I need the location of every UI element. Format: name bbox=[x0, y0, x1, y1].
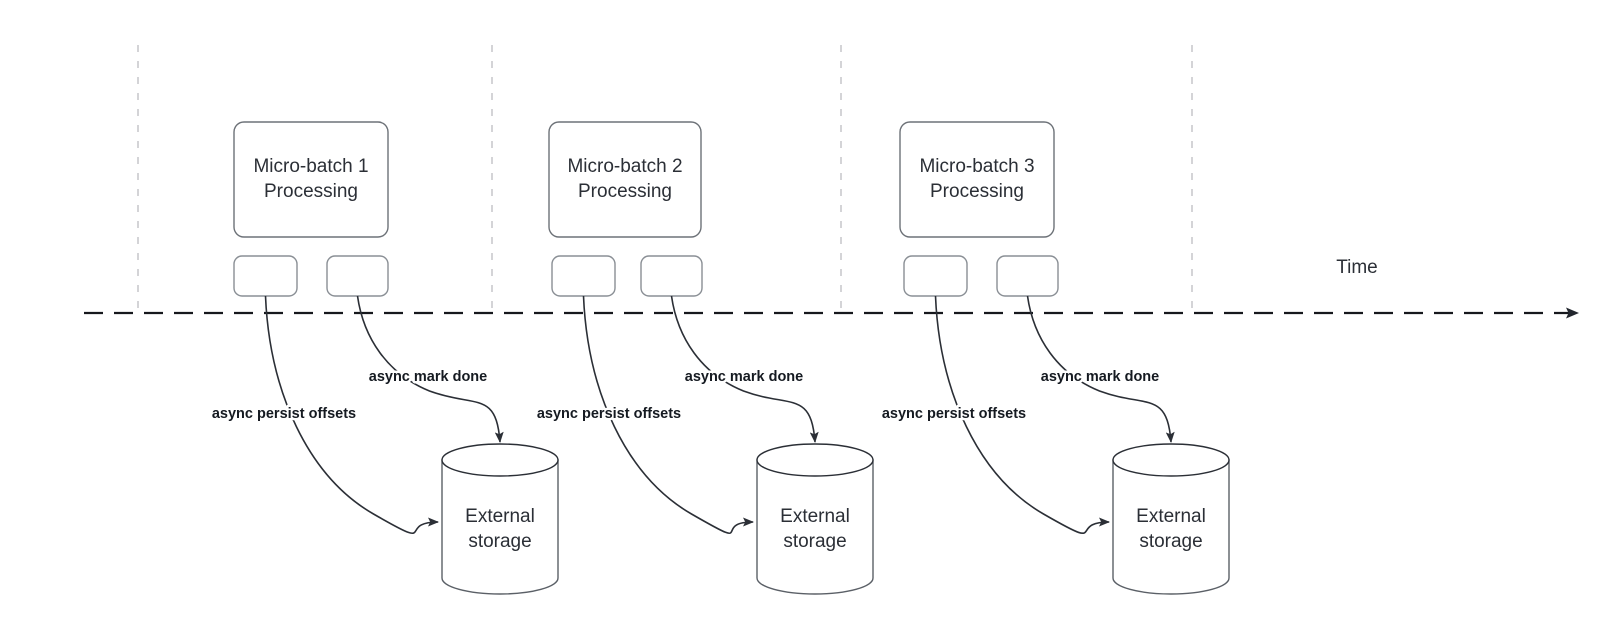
external-storage-body-1[interactable] bbox=[441, 459, 559, 595]
tick-box-2-1[interactable] bbox=[551, 255, 616, 297]
edge-label-mark-done-2: async mark done bbox=[685, 369, 803, 385]
micro-batch-box-subtitle-2: Processing bbox=[578, 181, 672, 202]
mark-done-arrow-1 bbox=[356, 295, 504, 443]
micro-batch-box-2[interactable] bbox=[548, 121, 702, 238]
persist-offsets-arrow-1 bbox=[264, 295, 439, 534]
micro-batch-box-title-3: Micro-batch 3 bbox=[919, 156, 1034, 177]
external-storage-label-line2-2: storage bbox=[783, 531, 846, 552]
edge-label-persist-offsets-2: async persist offsets bbox=[537, 406, 681, 422]
external-storage-top-1 bbox=[441, 443, 559, 477]
external-storage-label-line2-1: storage bbox=[468, 531, 531, 552]
external-storage-top-2 bbox=[756, 443, 874, 477]
period-separators bbox=[137, 45, 1193, 316]
edge-label-persist-offsets-3: async persist offsets bbox=[882, 406, 1026, 422]
tick-box-1-2[interactable] bbox=[326, 255, 389, 297]
edge-label-halo: async persist offsets bbox=[212, 406, 356, 422]
micro-batch-box-title-2: Micro-batch 2 bbox=[567, 156, 682, 177]
time-axis-label: Time bbox=[1336, 257, 1378, 278]
persist-offsets-arrow-3 bbox=[934, 295, 1110, 534]
edge-label-persist-offsets-1: async persist offsets bbox=[212, 406, 356, 422]
edge-label-halo: async persist offsets bbox=[537, 406, 681, 422]
persist-offsets-arrow-2 bbox=[582, 295, 754, 534]
micro-batch-box-3[interactable] bbox=[899, 121, 1055, 238]
tick-box-1-1[interactable] bbox=[233, 255, 298, 297]
external-storage-label-line2-3: storage bbox=[1139, 531, 1202, 552]
micro-batch-box-subtitle-3: Processing bbox=[930, 181, 1024, 202]
micro-batch-box-subtitle-1: Processing bbox=[264, 181, 358, 202]
micro-batch-box-1[interactable] bbox=[233, 121, 389, 238]
tick-box-3-1[interactable] bbox=[903, 255, 968, 297]
edge-label-halo: async mark done bbox=[685, 369, 803, 385]
external-storage-label-line1-2: External bbox=[780, 506, 850, 527]
edge-label-halo: async mark done bbox=[369, 369, 487, 385]
external-storage-body-3[interactable] bbox=[1112, 459, 1230, 595]
edge-label-halo: async mark done bbox=[1041, 369, 1159, 385]
mark-done-arrow-3 bbox=[1026, 295, 1175, 443]
micro-batch-box-title-1: Micro-batch 1 bbox=[253, 156, 368, 177]
external-storage-label-line1-3: External bbox=[1136, 506, 1206, 527]
external-storage-top-3 bbox=[1112, 443, 1230, 477]
tick-box-2-2[interactable] bbox=[640, 255, 703, 297]
tick-box-3-2[interactable] bbox=[996, 255, 1059, 297]
edge-label-mark-done-1: async mark done bbox=[369, 369, 487, 385]
edge-label-halo: async persist offsets bbox=[882, 406, 1026, 422]
external-storage-label-line1-1: External bbox=[465, 506, 535, 527]
edge-label-mark-done-3: async mark done bbox=[1041, 369, 1159, 385]
mark-done-arrow-2 bbox=[670, 295, 819, 443]
external-storage-body-2[interactable] bbox=[756, 459, 874, 595]
